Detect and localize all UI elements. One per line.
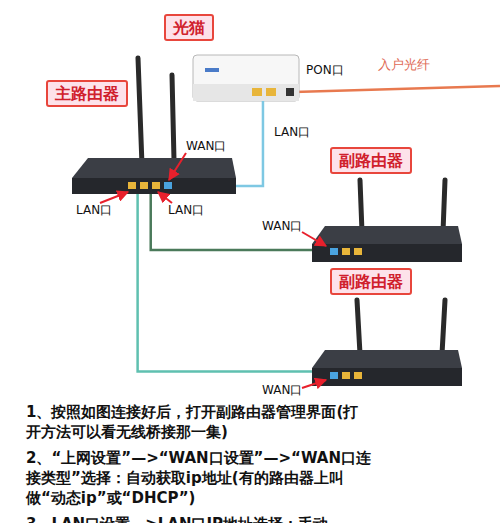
router-front: [72, 178, 236, 194]
modem: 光猫: [193, 55, 299, 101]
port-label: PON口: [306, 64, 344, 77]
device-heading: 主路由器: [46, 80, 128, 107]
network-cable: [138, 194, 312, 372]
router-port: [354, 372, 362, 379]
device-heading: 副路由器: [330, 268, 412, 295]
antenna: [138, 58, 142, 165]
sub-router: 副路由器: [312, 350, 462, 386]
pointer-arrow: [302, 232, 326, 246]
sub-router: 副路由器: [312, 226, 462, 262]
modem-port: [266, 88, 276, 96]
port-label: LAN口: [274, 126, 310, 139]
network-cable: [151, 194, 312, 250]
modem-logo: [205, 68, 219, 72]
router-port: [342, 372, 350, 379]
router-top: [312, 226, 462, 244]
antenna: [360, 180, 362, 232]
modem-front: [193, 84, 299, 101]
pon-port: [286, 88, 294, 96]
router-port: [128, 182, 136, 189]
port-label: WAN口: [262, 220, 302, 233]
instruction-step: 1、按照如图连接好后，打开副路由器管理界面(打开方法可以看无线桥接那一集): [26, 402, 371, 442]
antenna: [443, 180, 445, 232]
pointer-arrow: [169, 153, 186, 180]
pointer-arrow: [302, 380, 326, 388]
device-heading: 光猫: [164, 14, 214, 41]
network-cable: [236, 101, 263, 186]
modem-port: [252, 88, 262, 96]
router-top: [72, 158, 236, 178]
router-front: [312, 244, 462, 262]
main-router: 主路由器: [72, 158, 236, 194]
router-port: [354, 248, 362, 255]
port-label: WAN口: [186, 140, 226, 153]
router-port: [164, 182, 172, 189]
router-front: [312, 368, 462, 386]
router-port: [330, 372, 338, 379]
router-port: [330, 248, 338, 255]
router-port: [342, 248, 350, 255]
fiber-cable: [294, 86, 500, 92]
pointer-arrow: [100, 192, 128, 203]
antenna: [442, 300, 445, 354]
modem-body: [193, 55, 299, 101]
pointer-arrow: [158, 192, 172, 203]
antenna: [172, 75, 174, 160]
device-heading: 副路由器: [330, 147, 412, 174]
router-top: [312, 350, 462, 368]
router-port: [152, 182, 160, 189]
instruction-step: 3、LAN口设置—>LAN口IP地址选择：手动: [26, 514, 371, 523]
router-port: [140, 182, 148, 189]
port-label: WAN口: [262, 384, 302, 397]
instruction-step: 2、“上网设置”—>“WAN口设置”—>“WAN口连接类型”选择：自动获取ip地…: [26, 448, 371, 508]
cable-label: 入户光纤: [378, 58, 430, 72]
instruction-list: 1、按照如图连接好后，打开副路由器管理界面(打开方法可以看无线桥接那一集) 2、“…: [26, 402, 371, 523]
port-label: LAN口: [168, 204, 204, 217]
port-label: LAN口: [76, 204, 112, 217]
antenna: [357, 300, 360, 354]
